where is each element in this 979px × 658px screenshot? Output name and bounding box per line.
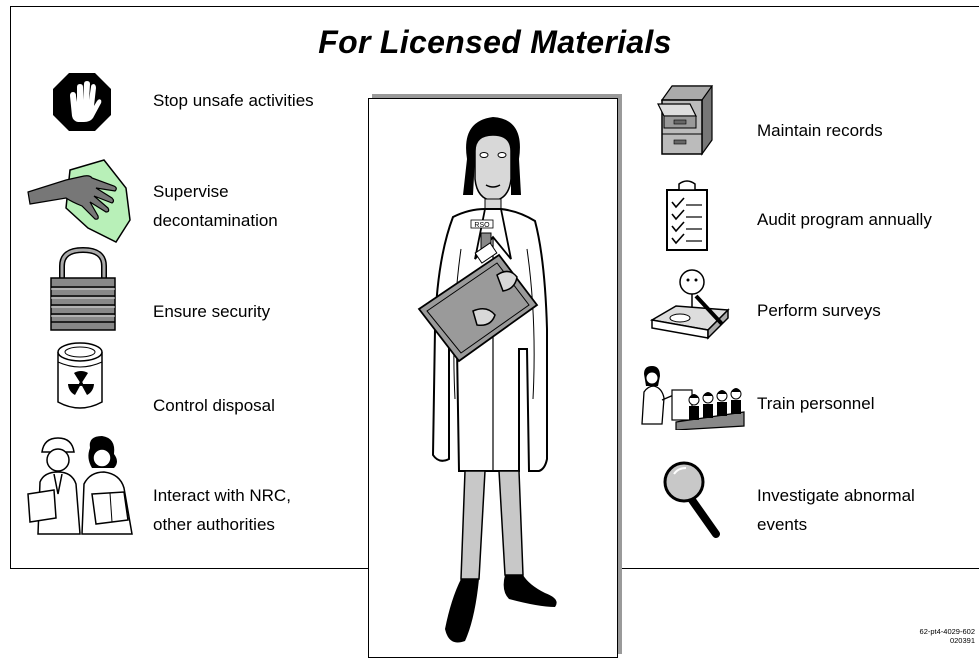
checklist-clipboard-icon	[666, 180, 708, 251]
magnifying-glass-icon	[663, 461, 720, 538]
label-maintain-records: Maintain records	[757, 121, 883, 140]
padlock-icon	[50, 246, 116, 331]
label-train-personnel: Train personnel	[757, 394, 875, 413]
label-supervise-decontamination: Supervise decontamination	[153, 182, 278, 230]
document-id: 62-pt4-4029-602 020391	[920, 627, 975, 645]
rso-badge-text: RSO	[474, 222, 490, 229]
document-id-line2: 020391	[949, 636, 975, 645]
file-cabinet-icon	[657, 85, 714, 156]
wiping-hand-icon	[27, 159, 131, 243]
survey-meter-icon	[649, 269, 730, 340]
page-title: For Licensed Materials	[318, 24, 672, 60]
label-perform-surveys: Perform surveys	[757, 301, 881, 320]
label-control-disposal: Control disposal	[153, 396, 275, 415]
label-ensure-security: Ensure security	[153, 302, 271, 321]
label-audit-program-annually: Audit program annually	[757, 210, 932, 229]
label-investigate-abnormal-events: Investigate abnormal events	[757, 486, 915, 534]
two-people-reading-icon	[27, 436, 133, 535]
center-panel: RSO	[368, 98, 618, 658]
label-stop-unsafe-activities: Stop unsafe activities	[153, 91, 314, 110]
classroom-icon	[641, 366, 745, 430]
radioactive-drum-icon	[57, 342, 103, 409]
stop-hand-icon	[53, 73, 111, 131]
document-id-line1: 62-pt4-4029-602	[919, 627, 975, 636]
label-interact-with-nrc: Interact with NRC, other authorities	[153, 486, 291, 534]
radiation-safety-officer-figure: RSO	[417, 117, 557, 643]
